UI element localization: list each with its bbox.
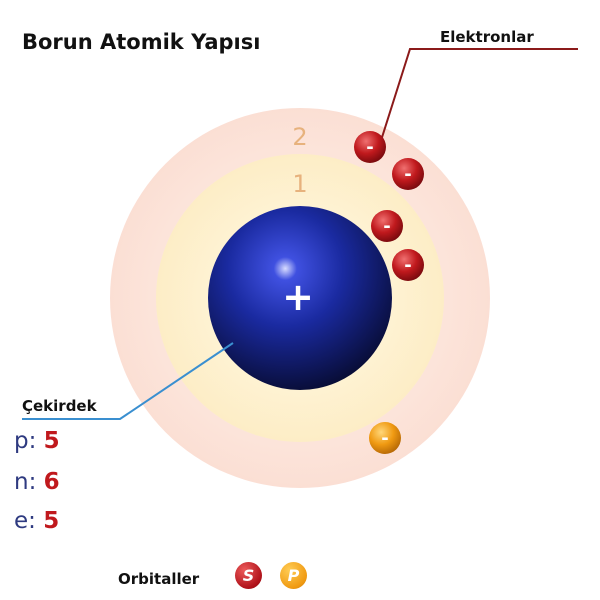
nucleus-label: Çekirdek [22, 397, 97, 415]
proton-value: 5 [43, 428, 60, 454]
electron-key: e: [14, 508, 36, 534]
orbitals-label: Orbitaller [118, 570, 200, 588]
nucleus-leader-line [22, 342, 234, 420]
svg-text:-: - [404, 255, 411, 276]
electron-value: 5 [43, 508, 60, 534]
proton-key: p: [14, 428, 37, 454]
svg-text:-: - [383, 216, 390, 237]
electron: - [392, 158, 424, 190]
shell-2-number: 2 [292, 123, 307, 151]
electron: - [371, 210, 403, 242]
svg-text:-: - [404, 164, 411, 185]
electrons-leader-line [377, 48, 578, 151]
shell-1-number: 1 [292, 170, 307, 198]
orbital-s-badge: S [235, 562, 262, 589]
svg-text:-: - [366, 137, 373, 158]
neutron-key: n: [14, 469, 37, 495]
neutron-count: n: 6 [14, 469, 60, 495]
electrons-label: Elektronlar [440, 28, 534, 46]
proton-count: p: 5 [14, 428, 60, 454]
electron: - [369, 422, 401, 454]
page-title: Borun Atomik Yapısı [22, 30, 261, 54]
electron: - [392, 249, 424, 281]
electron: - [354, 131, 386, 163]
nucleus-plus-sign: + [282, 275, 314, 319]
nucleus [208, 206, 392, 390]
svg-text:-: - [381, 428, 388, 449]
neutron-value: 6 [43, 469, 60, 495]
orbital-p-badge: P [280, 562, 307, 589]
electron-count: e: 5 [14, 508, 59, 534]
